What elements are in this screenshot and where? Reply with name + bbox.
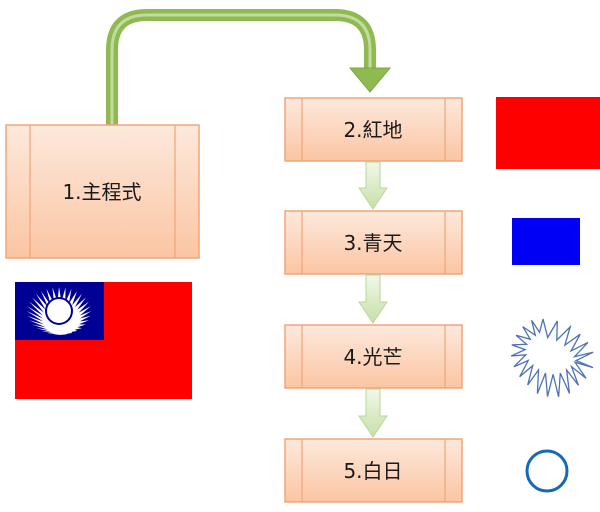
red-rectangle-swatch xyxy=(496,97,600,169)
step-box-sun-rays[interactable]: 4.光芒 xyxy=(284,324,463,389)
roc-flag-icon xyxy=(15,282,192,399)
main-program-box[interactable]: 1.主程式 xyxy=(5,124,200,259)
step-label-sun-rays: 4.光芒 xyxy=(343,345,402,369)
down-arrow-step4-to-step5 xyxy=(358,388,388,438)
step-box-white-sun[interactable]: 5.白日 xyxy=(284,438,463,503)
step-box-red-ground[interactable]: 2.紅地 xyxy=(284,97,463,162)
step-label-red-ground: 2.紅地 xyxy=(343,118,402,142)
step-box-blue-sky[interactable]: 3.青天 xyxy=(284,210,463,275)
step-label-white-sun: 5.白日 xyxy=(343,459,402,483)
down-arrow-step3-to-step4 xyxy=(358,274,388,324)
blue-rectangle-swatch xyxy=(512,218,580,265)
step-label-blue-sky: 3.青天 xyxy=(343,231,402,255)
main-program-label: 1.主程式 xyxy=(62,180,141,204)
connector-arrowhead xyxy=(348,67,392,93)
sun-rays-star-icon xyxy=(510,318,594,397)
white-circle-icon xyxy=(525,449,569,493)
main-to-step2-connector-highlight xyxy=(110,13,372,125)
down-arrow-step2-to-step3 xyxy=(358,161,388,210)
